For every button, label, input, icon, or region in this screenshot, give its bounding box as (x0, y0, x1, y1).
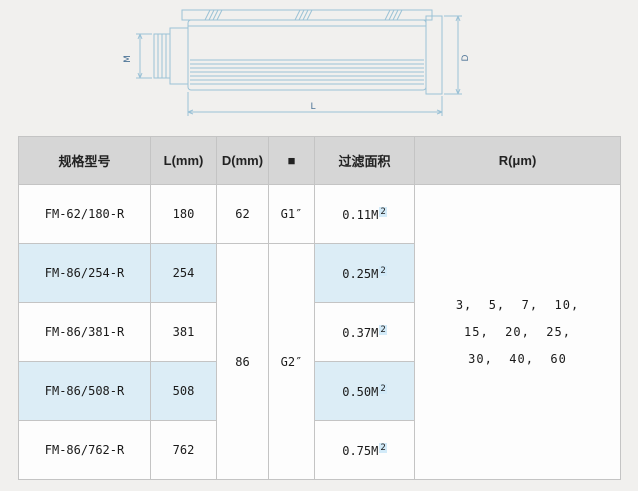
header-row: 规格型号 L(mm) D(mm) ■ 过滤面积 R(μm) (18, 136, 621, 185)
dimension-label-d: D (461, 54, 471, 61)
area-value: 0.11M (342, 207, 379, 222)
area-superscript: 2 (379, 442, 387, 453)
col-header-length: L(mm) (150, 136, 217, 185)
model-cell: FM-62/180-R (18, 184, 151, 244)
model-cell: FM-86/508-R (18, 361, 151, 421)
area-value: 0.50M (342, 384, 379, 399)
col-header-micron: R(μm) (414, 136, 621, 185)
col-header-area: 过滤面积 (314, 136, 415, 185)
model-cell: FM-86/762-R (18, 420, 151, 480)
hatch-marks (204, 9, 403, 21)
length-cell: 762 (150, 420, 217, 480)
micron-line: 30, 40, 60 (468, 351, 567, 366)
length-cell: 381 (150, 302, 217, 362)
area-superscript: 2 (379, 206, 387, 217)
left-collar (169, 27, 189, 85)
area-value: 0.75M (342, 443, 379, 458)
port-cell: G1″ (268, 184, 315, 244)
dimension-label-l: L (310, 102, 315, 112)
area-superscript: 2 (379, 383, 387, 394)
area-value: 0.37M (342, 325, 379, 340)
port-cell: G2″ (268, 243, 315, 480)
diameter-cell: 86 (216, 243, 269, 480)
micron-line: 15, 20, 25, (464, 324, 571, 339)
micron-line: 3, 5, 7, 10, (455, 297, 580, 312)
pleat-lines (190, 59, 424, 85)
length-cell: 180 (150, 184, 217, 244)
model-cell: FM-86/254-R (18, 243, 151, 303)
area-value: 0.25M (342, 266, 379, 281)
col-header-port: ■ (268, 136, 315, 185)
model-cell: FM-86/381-R (18, 302, 151, 362)
col-header-diameter: D(mm) (216, 136, 269, 185)
area-superscript: 2 (379, 265, 387, 276)
right-end-cap (425, 15, 443, 95)
col-header-model: 规格型号 (18, 136, 151, 185)
filter-cartridge-drawing: M D L (110, 4, 510, 132)
spec-table: 规格型号 L(mm) D(mm) ■ 过滤面积 R(μm) FM-62/180-… (18, 136, 621, 480)
area-superscript: 2 (379, 324, 387, 335)
dimension-label-m: M (123, 55, 133, 63)
length-cell: 254 (150, 243, 217, 303)
micron-cell: 3, 5, 7, 10, 15, 20, 25, 30, 40, 60 (414, 184, 621, 480)
diameter-cell: 62 (216, 184, 269, 244)
cartridge-diagram-svg: M D L (123, 9, 471, 116)
length-cell: 508 (150, 361, 217, 421)
